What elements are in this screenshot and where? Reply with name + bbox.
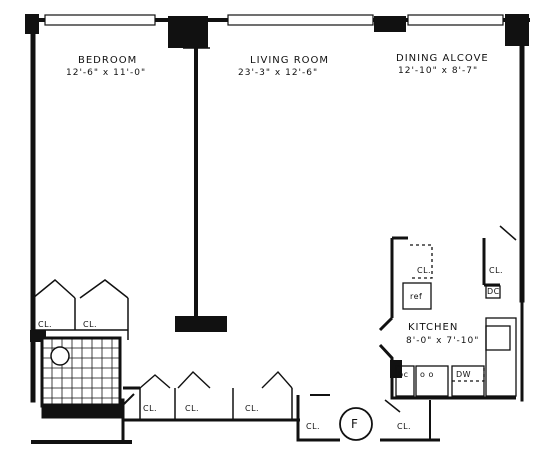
column bbox=[25, 14, 39, 34]
closet-label: CL. bbox=[245, 404, 260, 413]
toilet bbox=[50, 346, 70, 366]
bathtub bbox=[41, 403, 123, 419]
dining-alcove-name: DINING ALCOVE bbox=[396, 53, 489, 64]
base-cabinet-label: bc bbox=[398, 370, 409, 379]
window bbox=[44, 14, 156, 26]
sink-label: DW bbox=[456, 370, 472, 379]
kitchen-fixtures bbox=[395, 244, 517, 397]
windows bbox=[44, 14, 504, 26]
closet-label: CL. bbox=[83, 320, 98, 329]
living-room-dimensions: 23'-3" x 12'-6" bbox=[238, 68, 319, 78]
counter-right bbox=[485, 317, 517, 397]
column bbox=[374, 16, 406, 32]
kitchen-walls bbox=[378, 225, 517, 400]
base-cabinet bbox=[395, 365, 415, 397]
closet-label: CL. bbox=[397, 422, 412, 431]
dc-label: DC bbox=[487, 287, 500, 296]
closet-label: CL. bbox=[185, 404, 200, 413]
window bbox=[407, 14, 504, 26]
range bbox=[415, 365, 449, 397]
bathroom bbox=[40, 336, 123, 419]
bedroom-name: BEDROOM bbox=[78, 55, 138, 66]
bedroom-dimensions: 12'-6" x 11'-0" bbox=[66, 68, 147, 78]
refrigerator-label: ref bbox=[410, 292, 423, 301]
dining-alcove-dimensions: 12'-10" x 8'-7" bbox=[398, 66, 479, 76]
bedroom-closets bbox=[32, 279, 129, 340]
hallway-walls bbox=[121, 386, 300, 422]
hallway-closet-doors bbox=[123, 370, 293, 405]
living-room-name: LIVING ROOM bbox=[250, 55, 330, 66]
column bbox=[168, 16, 208, 48]
burner-block bbox=[485, 325, 511, 351]
kitchen-closet-label: CL. bbox=[489, 266, 504, 275]
refrigerator bbox=[402, 282, 432, 310]
column bbox=[505, 14, 529, 46]
window bbox=[227, 14, 374, 26]
burners-label: o o bbox=[420, 370, 434, 379]
closet-label: CL. bbox=[306, 422, 321, 431]
kitchen-name: KITCHEN bbox=[408, 322, 459, 333]
columns bbox=[25, 14, 529, 378]
closet-label: CL. bbox=[143, 404, 158, 413]
cabinet bbox=[485, 285, 501, 299]
column bbox=[175, 316, 227, 332]
kitchen-closet-label: CL. bbox=[417, 266, 432, 275]
foyer-circle bbox=[339, 407, 373, 441]
foyer-marker: F bbox=[351, 417, 359, 431]
kitchen-dimensions: 8'-0" x 7'-10" bbox=[406, 336, 480, 346]
closet-label: CL. bbox=[38, 320, 53, 329]
foyer bbox=[296, 394, 440, 442]
